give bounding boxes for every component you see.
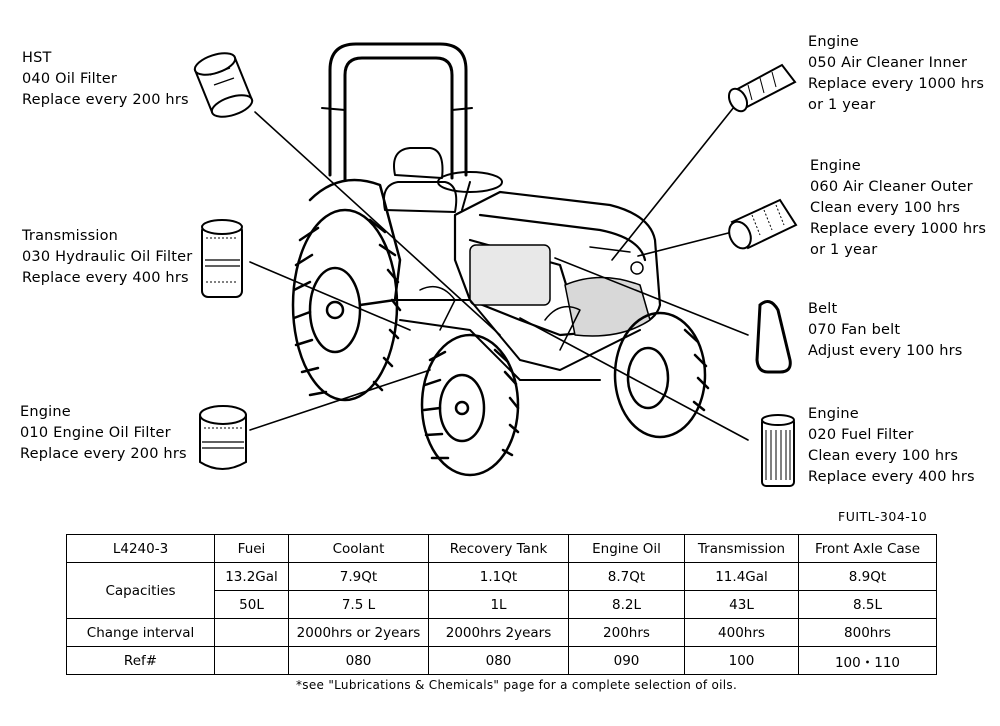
callout-system: Engine (20, 404, 71, 420)
callout-part: 040 Oil Filter (22, 71, 118, 87)
callout-air-cleaner-inner: Engine 050 Air Cleaner Inner Replace eve… (808, 32, 984, 116)
callout-interval: Adjust every 100 hrs (808, 343, 963, 359)
table-cell: 100・110 (798, 646, 937, 675)
table-cell: 2000hrs or 2years (288, 618, 429, 647)
header-engine-oil: Engine Oil (568, 534, 685, 563)
table-cell: 400hrs (684, 618, 799, 647)
rops-frame (321, 42, 473, 182)
callout-system: Belt (808, 301, 838, 317)
rear-tire (291, 208, 402, 402)
front-tire-right (613, 311, 710, 439)
table-cell: 800hrs (798, 618, 937, 647)
row-label-capacities: Capacities (66, 562, 215, 619)
callout-interval-alt: or 1 year (810, 242, 878, 258)
table-cell: 8.2L (568, 590, 685, 619)
header-transmission: Transmission (684, 534, 799, 563)
table-cell: 8.5L (798, 590, 937, 619)
table-header-row: L4240-3 Fuei Coolant Recovery Tank Engin… (66, 534, 937, 563)
table-cell: 1.1Qt (428, 562, 569, 591)
table-cell: 7.9Qt (288, 562, 429, 591)
callout-part: 050 Air Cleaner Inner (808, 55, 968, 71)
callout-system: Transmission (22, 228, 119, 244)
callout-part: 010 Engine Oil Filter (20, 425, 171, 441)
callout-system: Engine (808, 34, 859, 50)
table-cell: 1L (428, 590, 569, 619)
table-cell: 11.4Gal (684, 562, 799, 591)
table-cell: 090 (568, 646, 685, 675)
callout-air-cleaner-outer: Engine 060 Air Cleaner Outer Clean every… (810, 156, 986, 261)
callout-part: 020 Fuel Filter (808, 427, 914, 443)
callout-part: 070 Fan belt (808, 322, 901, 338)
hst-oil-filter-icon (193, 52, 254, 118)
callout-interval: Replace every 1000 hrs (810, 221, 987, 237)
table-cell: 200hrs (568, 618, 685, 647)
callout-engine-oil-filter: Engine 010 Engine Oil Filter Replace eve… (20, 402, 187, 465)
callout-interval: Replace every 1000 hrs (808, 76, 985, 92)
table-cell (214, 646, 289, 675)
seat (393, 147, 444, 179)
header-fuel: Fuei (214, 534, 289, 563)
table-row-capacities-us: Capacities 13.2Gal 7.9Qt 1.1Qt 8.7Qt 11.… (66, 562, 937, 619)
leader-lines (249, 96, 749, 441)
hydraulic-oil-filter-icon (201, 219, 243, 298)
callout-system: Engine (810, 158, 861, 174)
table-cell: 13.2Gal (214, 562, 289, 591)
row-label-change-interval: Change interval (66, 618, 215, 647)
rear-fender (308, 178, 402, 307)
table-cell: 080 (288, 646, 429, 675)
figure-code: FUITL-304-10 (838, 509, 928, 524)
table-row-change-interval: Change interval 2000hrs or 2years 2000hr… (66, 618, 937, 647)
hood (453, 190, 662, 337)
header-model: L4240-3 (66, 534, 215, 563)
capacities-table: L4240-3 Fuei Coolant Recovery Tank Engin… (66, 534, 937, 675)
table-cell: 8.9Qt (798, 562, 937, 591)
row-label-ref: Ref# (66, 646, 215, 675)
callout-hst-oil-filter: HST 040 Oil Filter Replace every 200 hrs (22, 48, 189, 111)
table-cell: 8.7Qt (568, 562, 685, 591)
header-recovery-tank: Recovery Tank (428, 534, 569, 563)
header-front-axle-case: Front Axle Case (798, 534, 937, 563)
table-cell (214, 618, 289, 647)
fan-belt-icon (755, 299, 792, 374)
table-cell: 2000hrs 2years (428, 618, 569, 647)
callout-system: Engine (808, 406, 859, 422)
header-coolant: Coolant (288, 534, 429, 563)
air-cleaner-outer-icon (728, 198, 798, 250)
front-tire (420, 333, 520, 477)
steering-wheel (437, 171, 503, 193)
callout-fan-belt: Belt 070 Fan belt Adjust every 100 hrs (808, 299, 963, 362)
table-cell: 080 (428, 646, 569, 675)
callout-part: 030 Hydraulic Oil Filter (22, 249, 193, 265)
callout-clean-interval: Clean every 100 hrs (808, 448, 959, 464)
callout-fuel-filter: Engine 020 Fuel Filter Clean every 100 h… (808, 404, 975, 488)
table-cell: 100 (684, 646, 799, 675)
table-cell: 43L (684, 590, 799, 619)
footnote: *see "Lubrications & Chemicals" page for… (296, 678, 738, 692)
air-cleaner-inner-icon (727, 63, 797, 113)
callout-interval: Replace every 400 hrs (808, 469, 975, 485)
callout-interval: Replace every 400 hrs (22, 270, 189, 286)
table-row-capacities-metric: 50L 7.5 L 1L 8.2L 43L 8.5L (67, 590, 937, 619)
callout-interval-alt: or 1 year (808, 97, 876, 113)
callout-hydraulic-oil-filter: Transmission 030 Hydraulic Oil Filter Re… (22, 226, 192, 289)
fuel-filter-icon (761, 414, 795, 487)
callout-part: 060 Air Cleaner Outer (810, 179, 973, 195)
callout-interval: Replace every 200 hrs (22, 92, 189, 108)
engine-oil-filter-icon (199, 405, 247, 470)
callout-interval: Replace every 200 hrs (20, 446, 187, 462)
table-cell: 50L (214, 590, 289, 619)
callout-clean-interval: Clean every 100 hrs (810, 200, 961, 216)
table-cell: 7.5 L (288, 590, 429, 619)
callout-system: HST (22, 50, 52, 66)
table-row-ref: Ref# 080 080 090 100 100・110 (66, 646, 937, 675)
